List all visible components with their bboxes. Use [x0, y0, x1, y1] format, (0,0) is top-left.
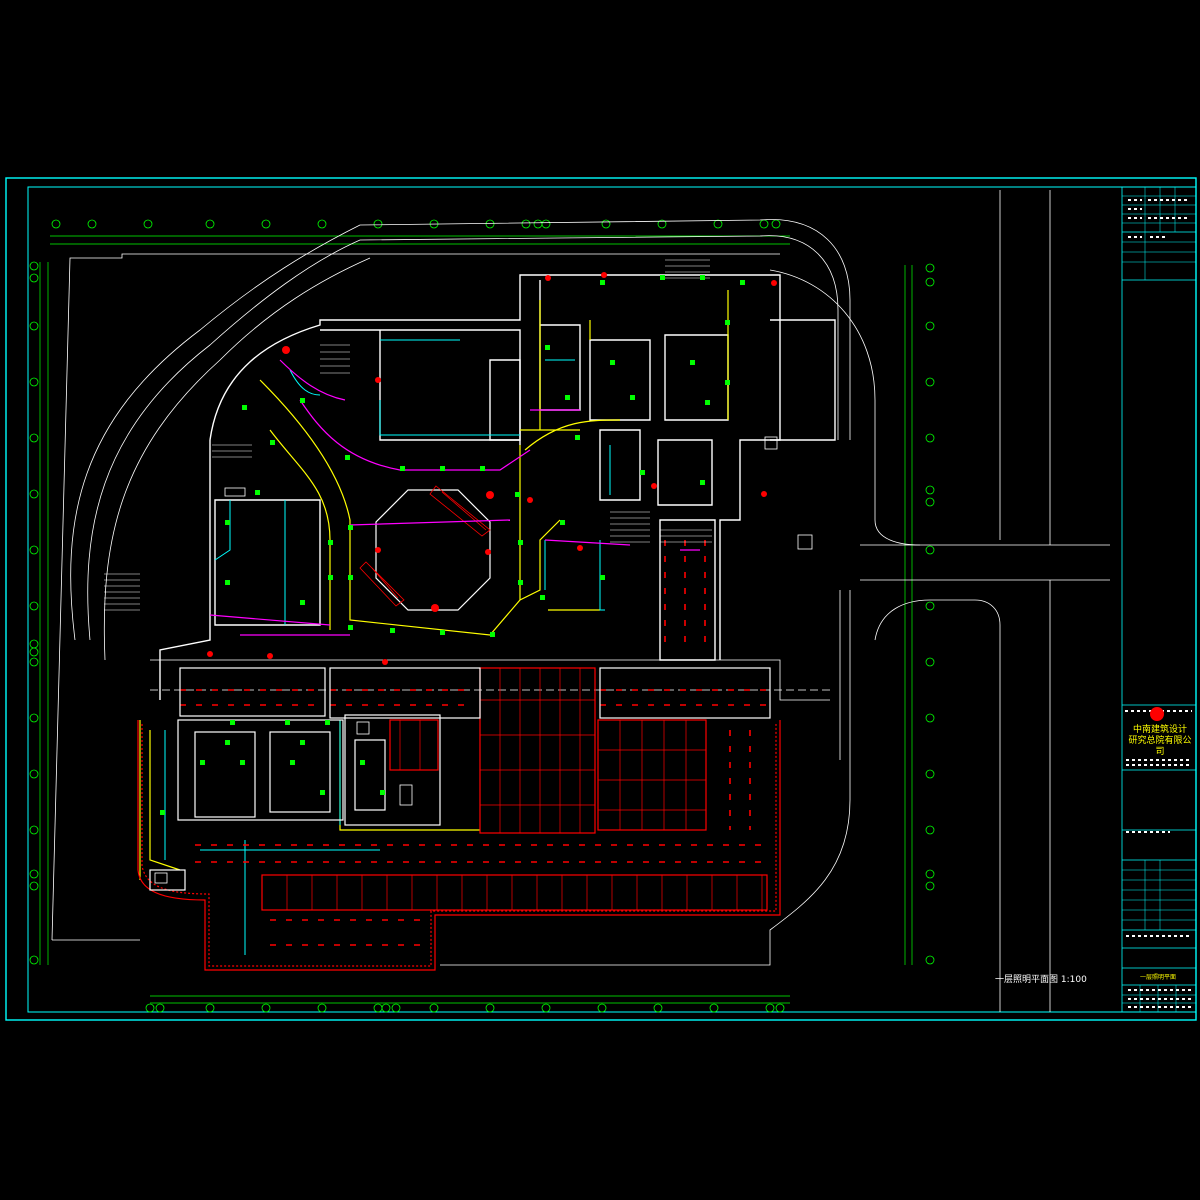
light-fixtures [160, 275, 745, 815]
cyan-circuits [164, 339, 611, 955]
sheet-outer-border [5, 177, 1197, 1021]
sheet-title: 一层照明平面 [1140, 974, 1177, 981]
emergency-circuits [209, 359, 700, 636]
parking-lighting-rows [180, 540, 770, 946]
title-block [1121, 186, 1197, 1013]
exit-signs [207, 272, 777, 665]
parking-stalls [261, 668, 763, 910]
equipment-boxes [154, 436, 813, 884]
company-logo-icon [1150, 707, 1164, 721]
atrium-escalators [359, 485, 491, 607]
grid-bubbles-left [29, 261, 39, 965]
stair-treads [212, 259, 712, 543]
grid-bubbles-right [925, 263, 935, 965]
upper-building-walls [159, 274, 836, 700]
company-name-line2: 研究总院有限公司 [1128, 736, 1192, 757]
grid-bubbles-bottom [145, 1003, 785, 1013]
ramp-hatch [104, 573, 140, 611]
atrium-octagon [375, 489, 491, 611]
company-name-line1: 中南建筑设计 [1132, 725, 1187, 735]
basement-parking-outline [137, 667, 781, 971]
top-dimension-chain [39, 235, 913, 1004]
company-name: 中南建筑设计 研究总院有限公司 [1126, 725, 1194, 758]
plan-title: 一层照明平面图 1:100 [995, 975, 1087, 985]
lower-cores [149, 667, 771, 891]
